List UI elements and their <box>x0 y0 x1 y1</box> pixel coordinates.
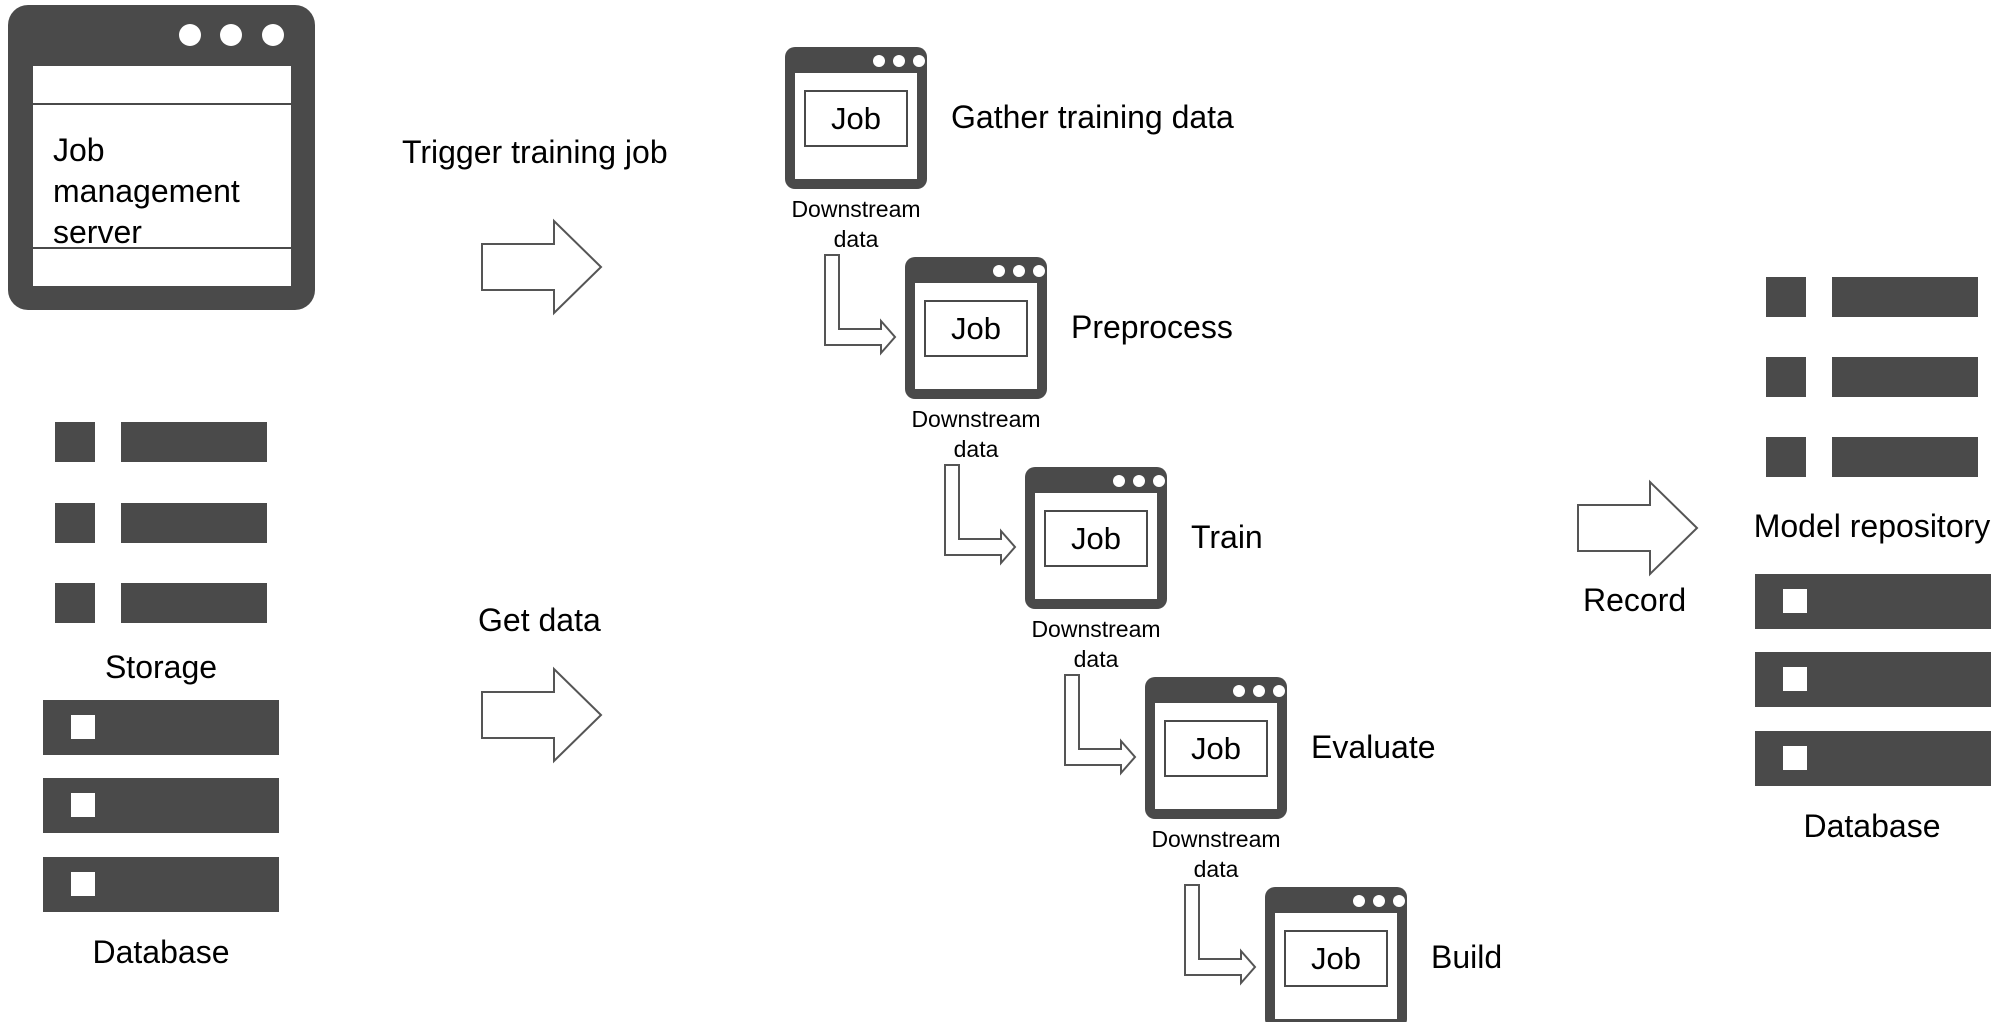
job-box <box>924 300 1028 357</box>
window-dot-icon <box>873 55 885 67</box>
downstream-data-label: Downstream data <box>1031 616 1161 672</box>
downstream-data-label: Downstream data <box>911 406 1041 462</box>
job-box <box>804 90 908 147</box>
database-label: Database <box>92 934 230 970</box>
window-dot-icon <box>1353 895 1365 907</box>
window-dot-icon <box>1253 685 1265 697</box>
get-data-arrow-icon <box>481 666 603 764</box>
window-dot-icon <box>220 24 242 46</box>
job-box <box>1284 930 1388 987</box>
job-window <box>1025 467 1167 609</box>
job-window <box>1145 677 1287 819</box>
get-data-label: Get data <box>478 602 601 638</box>
step-name-4: Evaluate <box>1311 729 1436 765</box>
window-dot-icon <box>179 24 201 46</box>
connector-arrow-icon <box>824 254 897 356</box>
window-dot-icon <box>1233 685 1245 697</box>
window-dot-icon <box>913 55 925 67</box>
model-repository-icon <box>1766 277 1978 477</box>
job-label: Job <box>1311 941 1361 976</box>
server-title: Job management server <box>53 132 240 250</box>
storage-label: Storage <box>104 649 218 685</box>
window-dot-icon <box>1153 475 1165 487</box>
connector-arrow-icon <box>944 464 1017 566</box>
window-dot-icon <box>1033 265 1045 277</box>
storage-icon <box>55 422 267 623</box>
window-dot-icon <box>1013 265 1025 277</box>
window-dot-icon <box>893 55 905 67</box>
window-dot-icon <box>262 24 284 46</box>
job-box <box>1164 720 1268 777</box>
step-name-3: Train <box>1191 519 1263 555</box>
model-repository-label: Model repository <box>1753 508 1991 544</box>
downstream-data-label: Downstream data <box>791 196 921 252</box>
database-icon <box>43 700 279 912</box>
step-name-2: Preprocess <box>1071 309 1233 345</box>
step-name-1: Gather training data <box>951 99 1234 135</box>
downstream-data-label: Downstream data <box>1151 826 1281 882</box>
database-icon-right <box>1755 574 1991 786</box>
job-window <box>1265 887 1407 1022</box>
job-label: Job <box>1191 731 1241 766</box>
step-name-5: Build <box>1431 939 1503 975</box>
record-arrow-icon <box>1577 479 1699 577</box>
window-dot-icon <box>1273 685 1285 697</box>
job-management-server-window <box>8 5 315 310</box>
job-window <box>905 257 1047 399</box>
connector-arrow-icon <box>1184 884 1257 986</box>
job-label: Job <box>1071 521 1121 556</box>
job-label: Job <box>951 311 1001 346</box>
window-dot-icon <box>1113 475 1125 487</box>
job-window <box>785 47 927 189</box>
record-label: Record <box>1583 582 1687 618</box>
trigger-arrow-icon <box>481 218 603 316</box>
trigger-training-job-label: Trigger training job <box>402 134 668 170</box>
job-label: Job <box>831 101 881 136</box>
database-label-right: Database <box>1803 808 1941 844</box>
pipeline <box>785 47 1407 1022</box>
window-dot-icon <box>1133 475 1145 487</box>
connector-arrow-icon <box>1064 674 1137 776</box>
window-dot-icon <box>1373 895 1385 907</box>
window-dot-icon <box>1393 895 1405 907</box>
job-box <box>1044 510 1148 567</box>
window-dot-icon <box>993 265 1005 277</box>
